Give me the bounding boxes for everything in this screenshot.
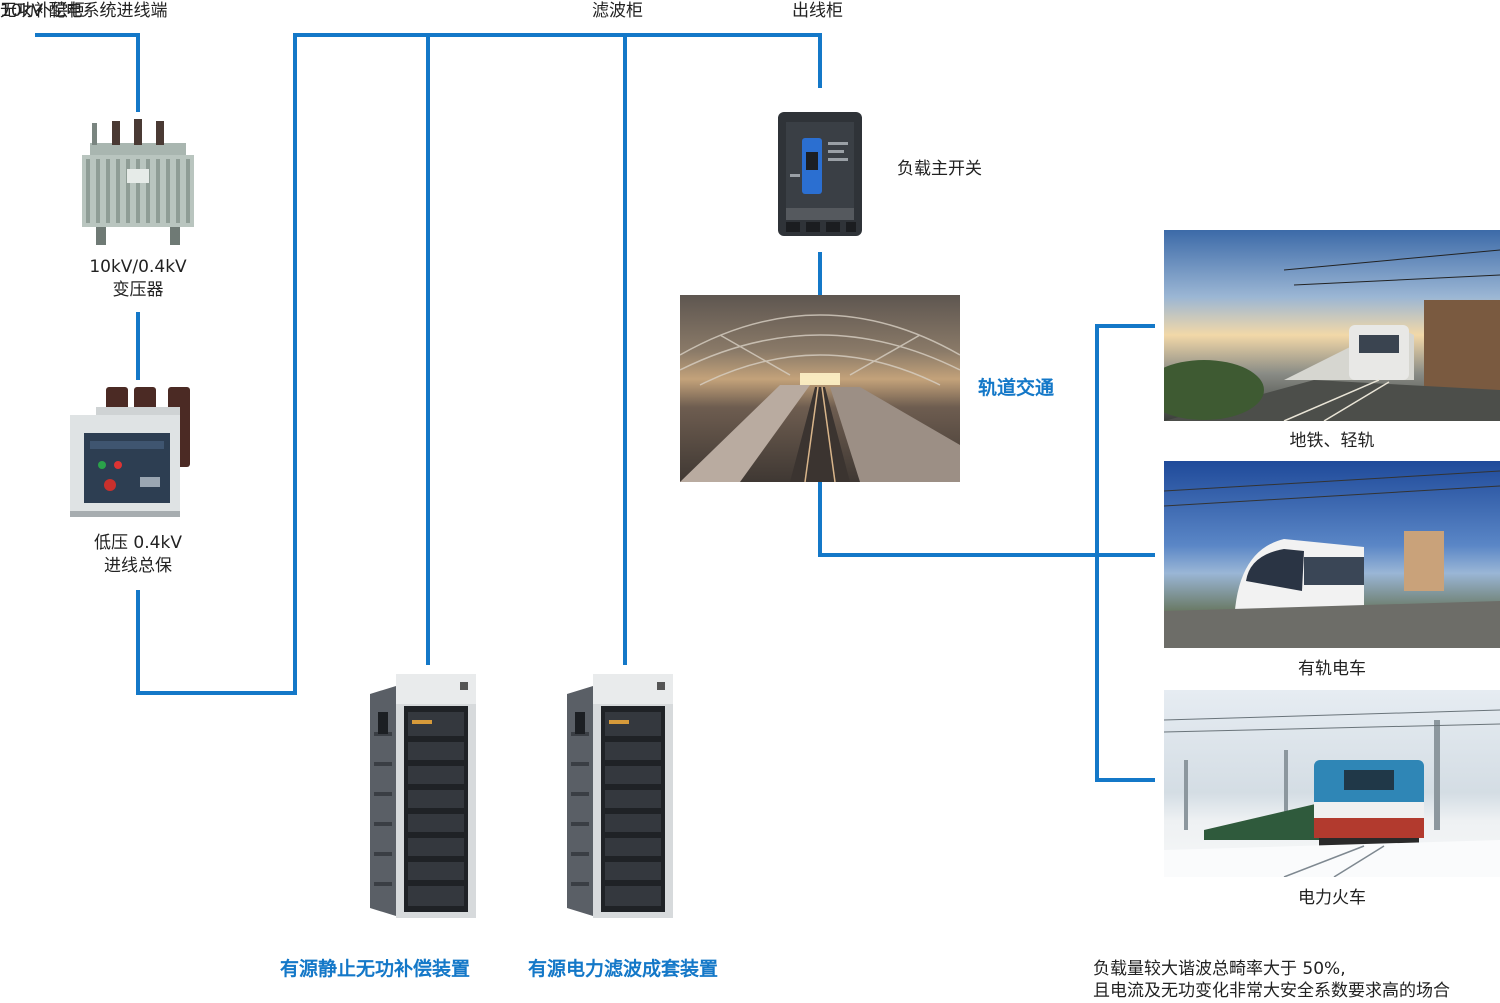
vacuum-breaker-icon [70,387,190,517]
wire-incoming [35,33,140,112]
rail-transit-label: 轨道交通 [978,377,1055,399]
electric-train-label: 电力火车 [1298,888,1366,908]
breaker-label-1: 低压 0.4kV [94,533,182,553]
wire-rail-branch [818,482,1155,557]
wire-vehicle-branch [1095,324,1155,782]
apf-device-label: 有源电力滤波成套装置 [528,958,719,980]
mccb-switch-icon [778,112,862,236]
breaker-label-2: 进线总保 [104,556,172,576]
transformer-icon [82,119,194,245]
filter-cabinet-label: 滤波柜 [592,1,643,21]
metro-photo [1164,230,1500,421]
transformer-label-2: 变压器 [112,280,164,300]
svg-cabinet-icon [370,674,476,918]
var-cabinet-label: 无功补偿柜 [0,1,85,21]
apf-cabinet-icon [567,674,673,918]
note-line-2: 且电流及无功变化非常大安全系数要求高的场合 [1093,981,1450,1001]
note-line-1: 负载量较大谐波总畸率大于 50%, [1093,959,1346,979]
wire-breaker-bus [136,33,822,695]
electric-train-photo [1164,690,1500,877]
main-switch-label: 负载主开关 [897,159,982,179]
tram-label: 有轨电车 [1298,659,1366,679]
outgoing-cabinet-label: 出线柜 [792,1,843,21]
transformer-label-1: 10kV/0.4kV [89,257,187,277]
rail-station-photo [680,295,960,482]
tram-photo [1164,461,1500,648]
svg-device-label: 有源静止无功补偿装置 [280,958,471,980]
incoming-label: 10kV 配电系统进线端 [0,1,168,21]
metro-label: 地铁、轻轨 [1289,431,1375,451]
